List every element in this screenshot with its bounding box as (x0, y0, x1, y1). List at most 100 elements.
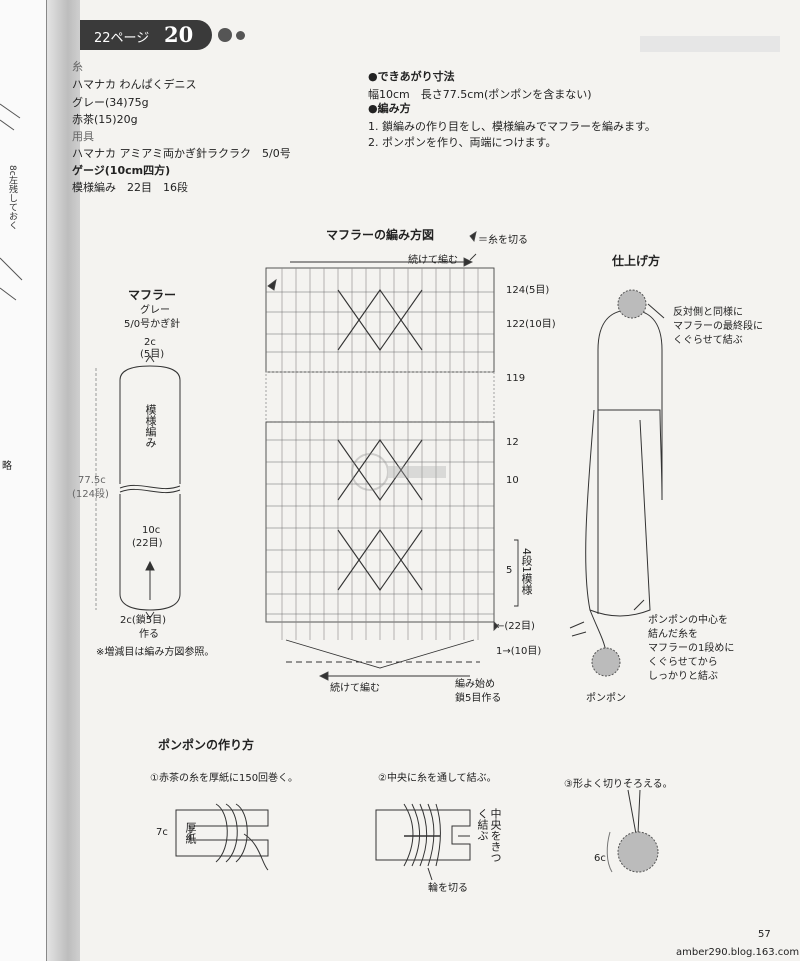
leader-line (427, 867, 433, 881)
muffler-top-width: 2c (144, 337, 156, 348)
tie-thread (627, 789, 641, 835)
chart-legend: ＝糸を切る (478, 235, 528, 246)
pompom-step-2-drawing (375, 803, 471, 881)
pompom-label: ポンポン (586, 693, 626, 704)
left-page-edge (0, 0, 47, 961)
finishing-title: 仕上げ方 (612, 254, 661, 268)
scarf-outline (597, 309, 663, 614)
muffler-width: 10c (142, 525, 161, 536)
cut-yarn-icon (469, 253, 477, 261)
continue-label: 続けて編む (408, 255, 458, 266)
finishing-note: 結んだ糸を (648, 629, 698, 640)
page-number: 57 (758, 929, 771, 940)
muffler-schematic (95, 355, 181, 619)
scarf-front (585, 409, 651, 617)
materials-line: ハマナカ アミアミ両かぎ針ラクラク 5/0号 (72, 147, 291, 160)
finishing-note: ポンポンの中心を (648, 615, 728, 626)
muffler-length-rows: (124段) (72, 489, 109, 500)
wound-yarn (403, 803, 441, 867)
tie-yarn (589, 609, 607, 653)
header-dot-icon (218, 28, 232, 42)
yarn-tail (243, 833, 269, 871)
method-step: 1. 鎖編みの作り目をし、模様編みでマフラーを編みます。 (368, 120, 656, 133)
muffler-break-line (119, 484, 181, 490)
muffler-outline-top-right (149, 365, 181, 484)
materials-line: ハマナカ わんぱくデニス (72, 78, 197, 91)
muffler-length: 77.5c (78, 475, 106, 486)
finishing-note: くぐらせて結ぶ (673, 335, 743, 346)
arrow-head (493, 620, 499, 632)
cardboard-shape (375, 809, 471, 861)
method-step: 2. ポンポンを作り、両端につけます。 (368, 136, 557, 149)
start-label: 鎖5目作る (455, 693, 502, 704)
materials-line: グレー(34)75g (72, 96, 149, 109)
finished-size-heading: ●できあがり寸法 (368, 70, 455, 83)
muffler-pattern: 模様編み (144, 404, 157, 448)
stitch-columns (281, 268, 479, 640)
pompom-bottom-icon (591, 647, 621, 677)
left-page-fragment: 8c左残しておく (7, 165, 17, 230)
finishing-drawing (569, 303, 665, 653)
method-heading: ●編み方 (368, 102, 411, 115)
finished-size: 幅10cm 長さ77.5cm(ポンポンを含まない) (368, 88, 592, 101)
legend-cut-icon (469, 231, 477, 243)
finishing-note: しっかりと結ぶ (648, 671, 718, 682)
muffler-title: マフラー (128, 288, 177, 302)
muffler-outline-bottom (119, 494, 181, 611)
muffler-width-sts: (22目) (132, 538, 163, 549)
muffler-break-line (119, 488, 181, 494)
arrow-head (318, 671, 329, 681)
cardboard-shape (175, 809, 269, 857)
start-label: 編み始め (455, 679, 495, 690)
pompom-step: ③形よく切りそろえる。 (564, 779, 673, 790)
pompom-step: ①赤茶の糸を厚紙に150回巻く。 (150, 773, 299, 784)
cut-note: 輪を切る (428, 883, 468, 894)
muffler-hook: 5/0号かぎ針 (124, 319, 181, 330)
page-header: 22ページ 20 (80, 20, 212, 50)
finishing-note: マフラーの最終段に (673, 321, 763, 332)
row-label: 10 (506, 475, 519, 486)
card-size: 7c (156, 827, 168, 838)
muffler-outline-top-left (119, 365, 151, 484)
finishing-note: くぐらせてから (648, 657, 718, 668)
pompom-size: 6c (594, 853, 606, 864)
finishing-note: 反対側と同様に (673, 307, 743, 318)
size-arc (606, 831, 613, 873)
trimmed-pompom-icon (617, 831, 659, 873)
row-label: 124(5目) (506, 285, 550, 296)
row-label: 12 (506, 437, 519, 448)
materials-line: 赤茶(15)20g (72, 113, 138, 126)
row-label: 1→(10目) (496, 646, 542, 657)
materials-line: 用具 (72, 130, 94, 143)
muffler-bottom-2: 作る (139, 629, 159, 640)
row-label: 122(10目) (506, 319, 556, 330)
chart-title: マフラーの編み方図 (326, 228, 435, 242)
wound-yarn (215, 803, 248, 863)
muffler-note: ※増減目は編み方図参照。 (96, 647, 215, 658)
leader-line (647, 303, 665, 319)
footer-url: amber290.blog.163.com (676, 947, 800, 958)
muffler-color: グレー (140, 305, 170, 316)
left-page-drawing (0, 103, 23, 301)
materials-line: 模様編み 22目 16段 (72, 181, 188, 194)
arrow-head (463, 257, 474, 267)
crochet-chart (265, 231, 519, 681)
page-reference: 22ページ (94, 31, 150, 46)
pompom-section-title: ポンポンの作り方 (158, 738, 255, 752)
faded-header-bar (640, 36, 780, 52)
cable-crossings (337, 289, 423, 591)
watermark (351, 453, 446, 491)
row-label: ←(22目) (496, 621, 535, 632)
arrow-head (145, 560, 155, 571)
yarn-ends (569, 621, 587, 637)
pompom-top-icon (617, 289, 647, 319)
leader-line (633, 599, 645, 611)
materials-line: 糸 (72, 60, 83, 73)
scarf-fold (598, 409, 663, 501)
finishing-note: マフラーの1段めに (648, 643, 735, 654)
pompom-step-1-drawing (175, 803, 269, 871)
tie-note: 中央をきつく結ぶ (476, 808, 502, 863)
pattern-number: 20 (164, 22, 194, 47)
